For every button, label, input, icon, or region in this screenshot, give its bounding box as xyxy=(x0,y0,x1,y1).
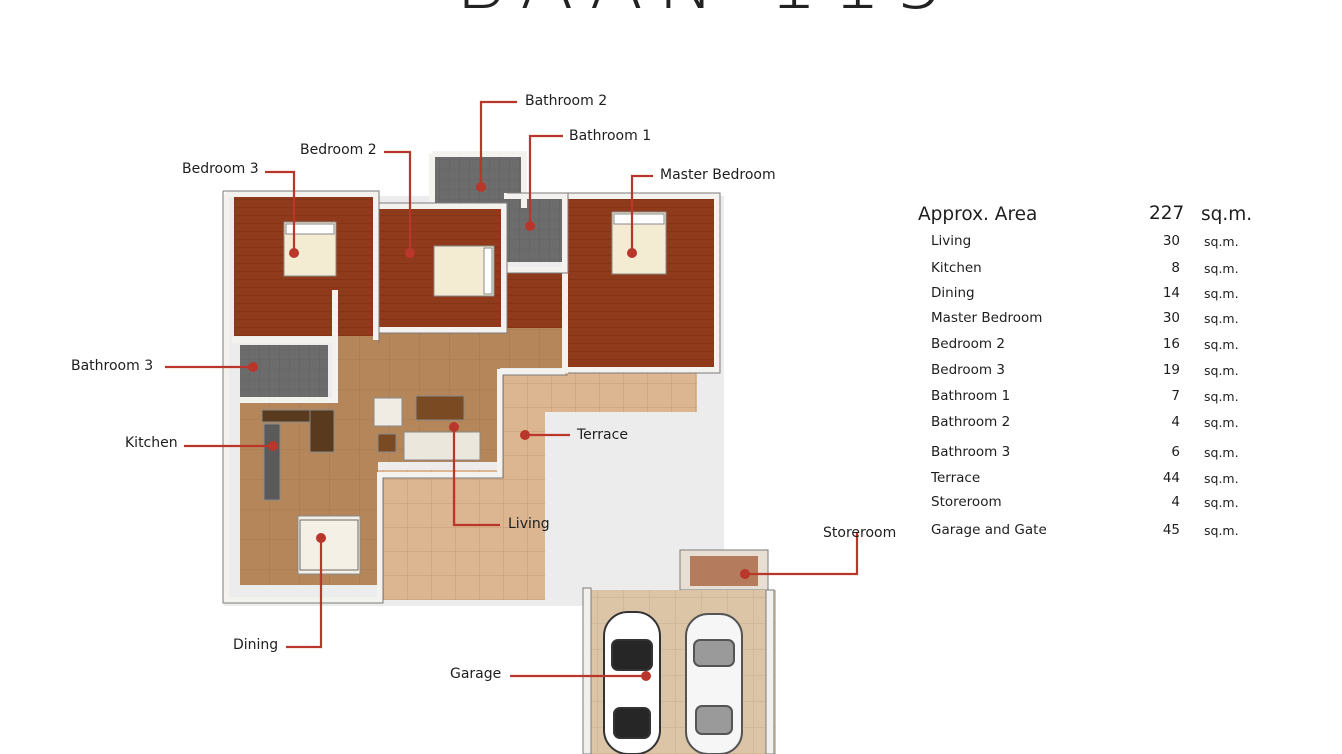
area-row-name: Bathroom 3 xyxy=(931,444,1011,460)
label-bathroom-2: Bathroom 2 xyxy=(525,93,608,109)
area-header-value: 227 xyxy=(1149,203,1185,224)
label-master-bedroom: Master Bedroom xyxy=(660,167,776,183)
area-row-value: 44 xyxy=(1162,470,1180,486)
area-row-unit: sq.m. xyxy=(1204,286,1239,301)
area-row-name: Living xyxy=(931,233,972,249)
area-row-value: 4 xyxy=(1171,494,1180,510)
area-row-unit: sq.m. xyxy=(1204,363,1239,378)
area-row-name: Bathroom 1 xyxy=(931,388,1011,404)
area-row-unit: sq.m. xyxy=(1204,471,1239,486)
area-row-name: Bedroom 2 xyxy=(931,336,1005,352)
area-row-value: 14 xyxy=(1162,285,1180,301)
area-row-name: Storeroom xyxy=(931,494,1002,510)
area-header-name: Approx. Area xyxy=(918,204,1038,225)
area-row-value: 7 xyxy=(1171,388,1180,404)
label-bathroom-3: Bathroom 3 xyxy=(71,358,154,374)
area-row-name: Bedroom 3 xyxy=(931,362,1005,378)
area-row-unit: sq.m. xyxy=(1204,445,1239,460)
area-row-name: Terrace xyxy=(931,470,981,486)
area-row-name: Garage and Gate xyxy=(931,522,1047,538)
terrace-area xyxy=(378,372,697,600)
label-storeroom: Storeroom xyxy=(823,525,897,541)
area-row-value: 8 xyxy=(1171,260,1180,276)
leader-lines xyxy=(165,100,859,678)
label-kitchen: Kitchen xyxy=(125,435,178,451)
label-terrace: Terrace xyxy=(577,427,628,443)
area-row-value: 16 xyxy=(1162,336,1180,352)
area-row-unit: sq.m. xyxy=(1204,415,1239,430)
area-row-value: 6 xyxy=(1171,444,1180,460)
label-bedroom-3: Bedroom 3 xyxy=(182,161,259,177)
area-row-unit: sq.m. xyxy=(1204,261,1239,276)
area-row-unit: sq.m. xyxy=(1204,234,1239,249)
label-living: Living xyxy=(508,516,550,532)
label-bathroom-1: Bathroom 1 xyxy=(569,128,652,144)
area-row-value: 45 xyxy=(1162,522,1180,538)
area-row-name: Bathroom 2 xyxy=(931,414,1011,430)
label-garage: Garage xyxy=(450,666,502,682)
area-row-value: 30 xyxy=(1162,310,1180,326)
living-area xyxy=(240,290,565,585)
label-bedroom-2: Bedroom 2 xyxy=(300,142,377,158)
area-row-value: 19 xyxy=(1162,362,1180,378)
area-row-unit: sq.m. xyxy=(1204,337,1239,352)
car-icon xyxy=(603,611,661,754)
page-title: BAAN 115+ xyxy=(455,0,975,22)
area-header-unit: sq.m. xyxy=(1201,204,1253,225)
area-row-unit: sq.m. xyxy=(1204,495,1239,510)
area-row-name: Master Bedroom xyxy=(931,310,1043,326)
area-row-unit: sq.m. xyxy=(1204,311,1239,326)
area-row-name: Kitchen xyxy=(931,260,982,276)
label-dining: Dining xyxy=(233,637,279,653)
area-row-unit: sq.m. xyxy=(1204,523,1239,538)
room-markers xyxy=(248,182,750,681)
area-row-name: Dining xyxy=(931,285,975,301)
area-row-value: 30 xyxy=(1162,233,1180,249)
area-row-unit: sq.m. xyxy=(1204,389,1239,404)
area-row-value: 4 xyxy=(1171,414,1180,430)
car-icon xyxy=(685,613,743,754)
